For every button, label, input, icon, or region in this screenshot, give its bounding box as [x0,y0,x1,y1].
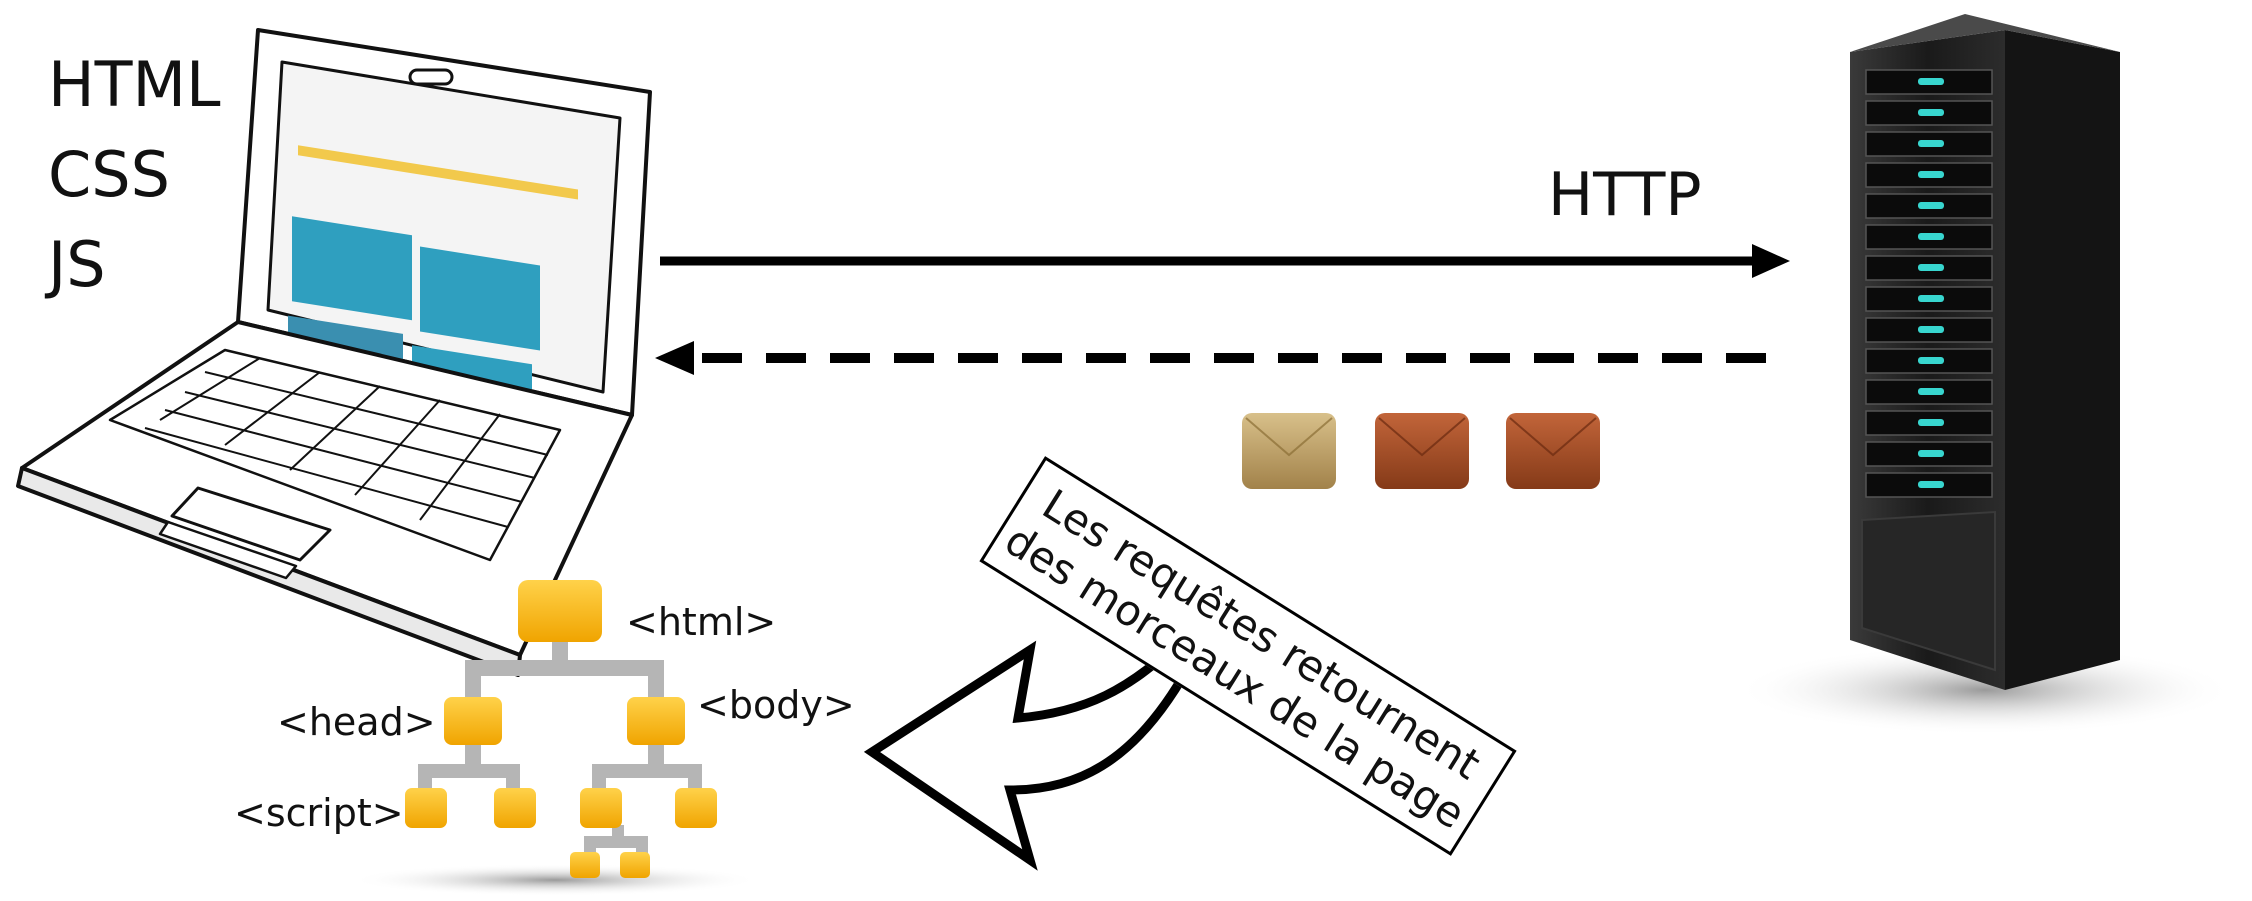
head-tag-label: <head> [277,700,436,744]
server-led-icon [1918,233,1944,240]
server-led-icon [1918,481,1944,488]
server-led-icon [1918,326,1944,333]
dom-tree-diagram [350,580,760,896]
http-response-arrow [655,341,1790,375]
http-label: HTTP [1548,160,1702,230]
envelope-icon [1242,413,1336,489]
tree-node-leaf-1 [570,852,600,878]
server-slot [1865,410,1993,436]
script-tag-label: <script> [234,791,404,835]
tech-css-label: CSS [48,138,171,211]
body-tag-label: <body> [697,683,855,727]
curved-return-arrow-icon [863,640,1203,871]
tree-node-html [518,580,602,642]
server-led-icon [1918,202,1944,209]
server-led-icon [1918,109,1944,116]
server-led-icon [1918,264,1944,271]
tree-node-body-child-2 [675,788,717,828]
server-led-icon [1918,171,1944,178]
tree-node-body-child-1 [580,788,622,828]
laptop-illustration [16,28,652,677]
server-slot [1865,162,1993,188]
tree-node-head-child [494,788,536,828]
server-slot [1865,286,1993,312]
tree-node-head [444,697,502,745]
server-slot [1865,131,1993,157]
server-led-icon [1918,450,1944,457]
technology-list: HTML CSS JS [48,40,221,310]
server-led-icon [1918,140,1944,147]
server-led-icon [1918,419,1944,426]
tree-node-script [405,788,447,828]
tree-node-body [627,697,685,745]
envelope-icon [1506,413,1600,489]
server-rack-illustration [1735,14,2235,735]
tech-html-label: HTML [48,48,221,121]
server-led-icon [1918,295,1944,302]
tech-js-label: JS [48,228,106,301]
http-request-arrow [660,244,1790,278]
server-led-icon [1918,357,1944,364]
server-led-icon [1918,388,1944,395]
html-tag-label: <html> [626,600,777,644]
envelope-icon [1375,413,1469,489]
tree-node-leaf-2 [620,852,650,878]
server-led-icon [1918,78,1944,85]
